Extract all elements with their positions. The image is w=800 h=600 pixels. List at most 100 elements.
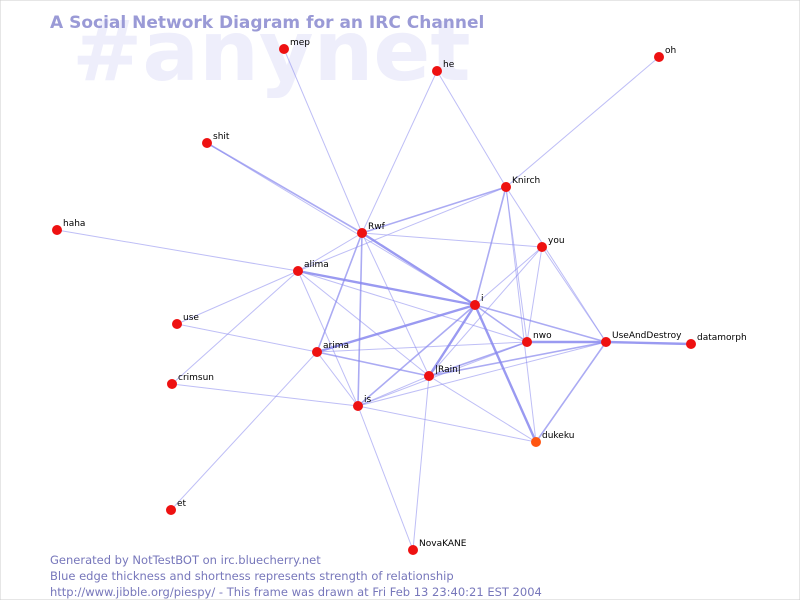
edge-rain-novakane <box>412 375 430 551</box>
edge-shit-rwf <box>206 142 363 234</box>
node-alima: alima <box>293 260 329 276</box>
edge-rwf-i <box>360 231 477 307</box>
node-rain: |Rain| <box>424 365 461 381</box>
edge-alima-is <box>297 270 359 407</box>
edge-knirch-alima <box>297 186 507 272</box>
node-oh: oh <box>654 46 676 62</box>
node-dot <box>408 545 418 555</box>
edge-rain-dukeku <box>428 375 537 443</box>
node-dot <box>601 337 611 347</box>
node-dot <box>537 242 547 252</box>
node-label: et <box>177 499 187 509</box>
edge-nwo-arima <box>316 341 528 353</box>
edge-useanddestroy-dukeku <box>535 341 607 443</box>
edge-knirch-dukeku <box>505 186 537 443</box>
node-label: datamorph <box>697 333 747 343</box>
edge-arima-et <box>170 351 318 511</box>
edge-mep-rwf <box>283 48 363 234</box>
node-dot <box>279 44 289 54</box>
node-is: is <box>353 395 372 411</box>
node-use: use <box>172 313 199 329</box>
node-arima: arima <box>312 341 349 357</box>
node-knirch: Knirch <box>501 176 540 192</box>
edge-alima-i <box>296 269 477 307</box>
node-label: haha <box>63 219 85 229</box>
node-label: shit <box>213 132 230 142</box>
node-label: Knirch <box>512 176 540 186</box>
node-dot <box>432 66 442 76</box>
edge-oh-knirch <box>505 56 660 188</box>
edge-is-novakane <box>357 405 414 551</box>
edge-knirch-useanddestroy <box>505 186 607 343</box>
node-label: UseAndDestroy <box>612 331 682 341</box>
edge-useanddestroy-is <box>357 341 607 407</box>
node-label: oh <box>665 46 676 56</box>
edge-i-dukeku <box>473 303 538 444</box>
node-dot <box>522 337 532 347</box>
node-label: alima <box>304 260 329 270</box>
edge-rwf-arima <box>316 232 363 353</box>
edge-you-nwo <box>526 246 543 343</box>
edge-you-useanddestroy <box>541 246 607 343</box>
node-novakane: NovaKANE <box>408 539 467 555</box>
channel-watermark: #anynet <box>72 2 471 100</box>
node-label: |Rain| <box>435 365 461 375</box>
node-nwo: nwo <box>522 331 552 347</box>
node-dot <box>531 437 541 447</box>
edge-i-arima <box>315 303 477 354</box>
edge-rwf-alima <box>297 232 363 272</box>
node-et: et <box>166 499 187 515</box>
node-you: you <box>537 236 565 252</box>
edge-alima-use <box>176 270 299 325</box>
edge-knirch-i <box>474 186 507 306</box>
node-label: use <box>183 313 199 323</box>
edge-i-rain <box>427 303 477 378</box>
edge-rain-is <box>357 375 430 407</box>
node-dot <box>424 371 434 381</box>
node-dot <box>470 300 480 310</box>
edge-i-useanddestroy <box>474 304 607 343</box>
edge-shit-i <box>206 142 476 306</box>
node-dot <box>686 339 696 349</box>
node-datamorph: datamorph <box>686 333 747 349</box>
node-dot <box>52 225 62 235</box>
edge-alima-crimsun <box>171 270 299 385</box>
edge-crimsun-is <box>171 383 359 407</box>
edge-is-dukeku <box>357 405 537 443</box>
node-dot <box>654 52 664 62</box>
node-shit: shit <box>202 132 230 148</box>
edge-alima-nwo <box>297 270 528 343</box>
node-label: arima <box>323 341 349 351</box>
node-dukeku: dukeku <box>531 431 574 447</box>
node-dot <box>357 228 367 238</box>
node-crimsun: crimsun <box>167 373 214 389</box>
edge-arima-use <box>176 323 318 353</box>
node-he: he <box>432 60 455 76</box>
edge-rwf-rain <box>361 232 430 377</box>
node-mep: mep <box>279 38 310 54</box>
edge-alima-rain <box>297 270 430 377</box>
footer: Generated by NotTestBOT on irc.bluecherr… <box>50 553 542 599</box>
edge-he-knirch <box>436 70 507 188</box>
diagram-title: A Social Network Diagram for an IRC Chan… <box>50 13 484 33</box>
node-dot <box>353 401 363 411</box>
edge-he-rwf <box>361 70 438 234</box>
node-label: is <box>364 395 372 405</box>
node-haha: haha <box>52 219 85 235</box>
node-label: mep <box>290 38 310 48</box>
node-dot <box>202 138 212 148</box>
node-dot <box>167 379 177 389</box>
node-i: i <box>470 294 484 310</box>
node-label: NovaKANE <box>419 539 467 549</box>
edge-useanddestroy-rain <box>428 341 607 377</box>
edge-rwf-you <box>361 232 543 248</box>
node-dot <box>166 505 176 515</box>
node-label: nwo <box>533 331 552 341</box>
edge-arima-is <box>316 351 359 407</box>
edge-haha-alima <box>56 229 299 272</box>
node-useanddestroy: UseAndDestroy <box>601 331 682 347</box>
footer-url-timestamp: http://www.jibble.org/piespy/ - This fra… <box>50 585 542 599</box>
